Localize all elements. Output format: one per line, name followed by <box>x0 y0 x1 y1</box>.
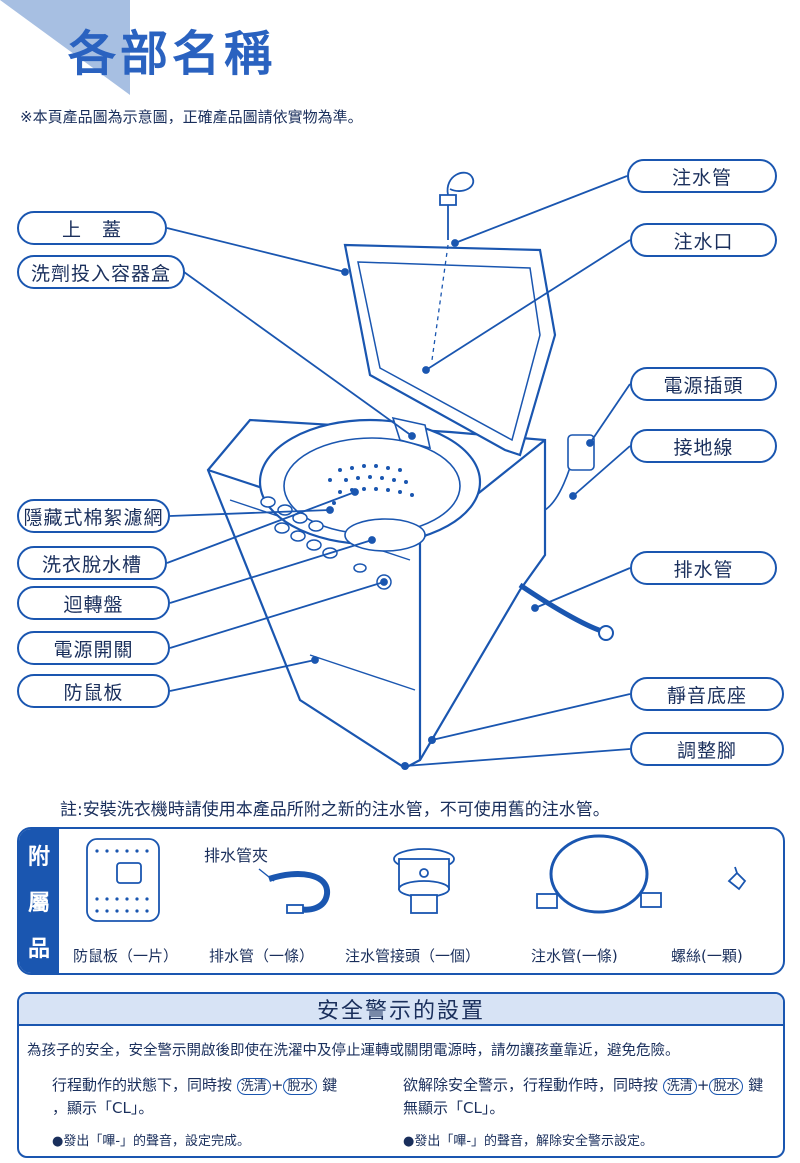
plus-sign: + <box>270 1076 284 1094</box>
safety-left-text-b: 鍵 <box>322 1076 338 1094</box>
spin-key-icon: 脫水 <box>709 1078 744 1095</box>
accessories-side-label: 附 屬 品 <box>19 829 59 973</box>
faucet <box>439 171 475 240</box>
accessory-drain-hose: 排水管（一條） <box>209 947 315 965</box>
safety-title: 安全警示的設置 <box>19 994 783 1026</box>
label-rodent-plate: 防鼠板 <box>17 674 170 708</box>
label-drain-hose: 排水管 <box>630 551 777 585</box>
safety-right-text-a: 欲解除安全警示，行程動作時，同時按 <box>403 1076 659 1094</box>
accessories-char-3: 品 <box>27 937 50 962</box>
rodent-plate-icon <box>86 838 160 922</box>
accessories-char-1: 附 <box>27 845 50 870</box>
label-adjust-foot: 調整腳 <box>630 732 784 766</box>
plus-sign: + <box>696 1076 710 1094</box>
header-triangle-decoration <box>0 0 130 95</box>
label-water-hose: 注水管 <box>627 159 777 193</box>
water-hose-icon <box>536 834 662 914</box>
label-ground-wire: 接地線 <box>630 429 777 463</box>
screw-icon <box>727 866 747 891</box>
label-top-lid: 上 蓋 <box>17 211 167 245</box>
label-pulsator: 迴轉盤 <box>17 586 170 620</box>
lid <box>343 243 557 457</box>
label-water-inlet: 注水口 <box>630 223 777 257</box>
footnote: 註:安裝洗衣機時請使用本產品所附之新的注水管，不可使用舊的注水管。 <box>60 800 610 820</box>
illustration-note: ※本頁產品圖為示意圖，正確產品圖請依實物為準。 <box>20 108 363 126</box>
drain-clamp-label: 排水管夾 <box>204 846 269 865</box>
washing-machine-diagram <box>166 171 631 770</box>
label-wash-tub: 洗衣脫水槽 <box>17 546 167 580</box>
rinse-key-icon: 洗清 <box>236 1078 271 1095</box>
safety-intro: 為孩子的安全，安全警示開啟後即使在洗濯中及停止運轉或關閉電源時，請勿讓孩童靠近，… <box>27 1043 680 1059</box>
accessories-illustrations <box>86 834 747 922</box>
accessories-panel: 附 屬 品 <box>17 827 785 975</box>
label-silent-base: 靜音底座 <box>630 677 784 711</box>
accessory-hose-adapter: 注水管接頭（一個） <box>345 947 481 965</box>
accessory-rodent-plate: 防鼠板（一片） <box>73 947 179 965</box>
accessories-char-2: 屬 <box>27 891 50 916</box>
rinse-key-icon: 洗清 <box>662 1078 697 1095</box>
label-detergent-box: 洗劑投入容器盒 <box>17 255 185 289</box>
safety-left-text-a: 行程動作的狀態下，同時按 <box>52 1076 233 1094</box>
safety-left-line2: ，顯示「CL」。 <box>52 1099 154 1117</box>
label-lint-filter: 隱藏式棉絮濾網 <box>17 499 170 533</box>
safety-left-bullet: ●發出「嗶-」的聲音，設定完成。 <box>52 1134 251 1149</box>
safety-right-text-b: 鍵 <box>748 1076 764 1094</box>
accessory-water-hose: 注水管(一條) <box>531 947 618 965</box>
hose-adapter-icon <box>393 848 455 914</box>
page-title: 各部名稱 <box>68 26 277 82</box>
safety-left-line1: 行程動作的狀態下，同時按 洗清+脫水 鍵 <box>52 1074 337 1095</box>
pulsator <box>344 518 426 552</box>
label-power-plug: 電源插頭 <box>630 367 777 401</box>
safety-right-bullet: ●發出「嗶-」的聲音，解除安全警示設定。 <box>403 1134 654 1149</box>
safety-right-line2: 無顯示「CL」。 <box>403 1099 505 1117</box>
drain-hose-icon <box>268 871 331 913</box>
accessory-screw: 螺絲(一顆) <box>671 947 743 965</box>
spin-key-icon: 脫水 <box>283 1078 318 1095</box>
label-power-switch: 電源開關 <box>17 631 170 665</box>
safety-right-line1: 欲解除安全警示，行程動作時，同時按 洗清+脫水 鍵 <box>403 1074 763 1095</box>
safety-panel: 安全警示的設置 為孩子的安全，安全警示開啟後即使在洗濯中及停止運轉或關閉電源時，… <box>17 992 785 1158</box>
